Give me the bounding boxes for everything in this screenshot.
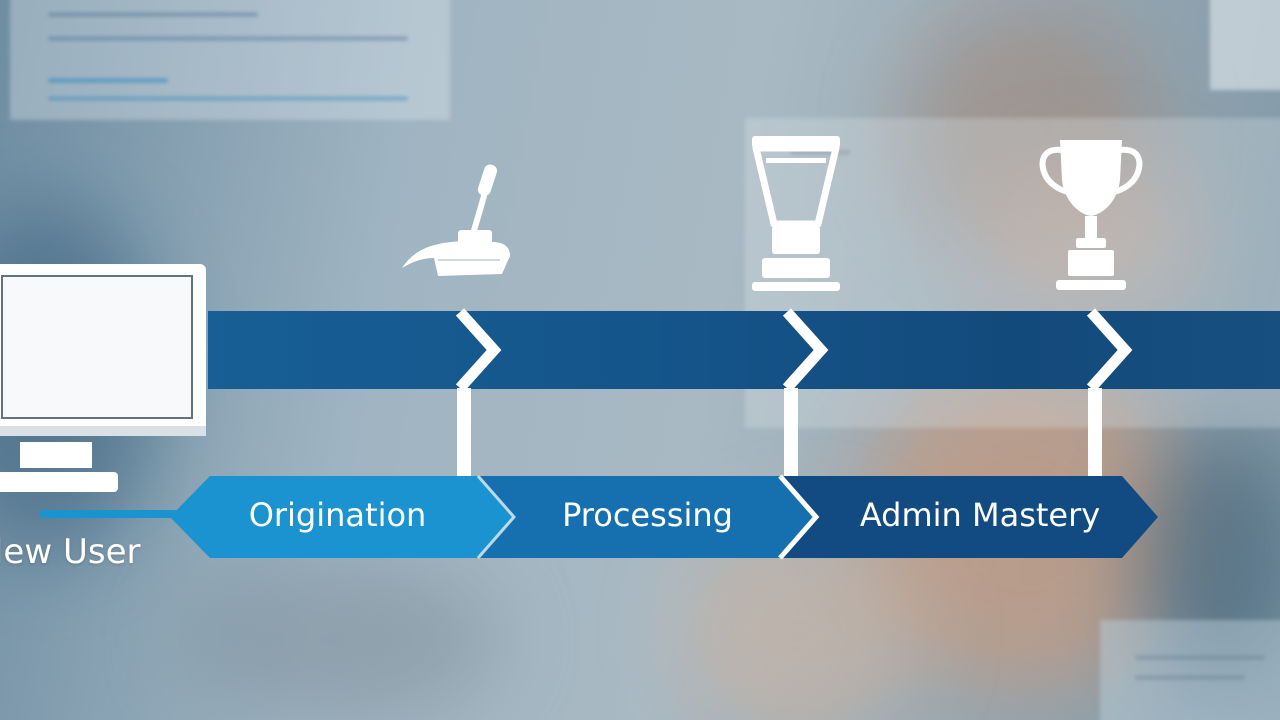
stage-separator-2 [778,474,820,560]
stage-arrow-admin-mastery [780,476,1158,558]
track-chevron-1 [455,308,502,392]
stage-label-processing: Processing [562,496,733,534]
stage-arrow-origination [170,476,514,558]
track-chevron-2 [782,308,829,392]
connector-line-3 [1088,388,1102,476]
joystick-icon [402,164,510,276]
connector-line-2 [784,388,798,476]
track-chevron-3 [1086,308,1133,392]
blender-icon [752,136,840,291]
trophy-icon [1039,140,1143,290]
stage-separator-1 [476,475,516,559]
stage-label-origination: Origination [248,496,427,534]
monitor-icon [0,264,206,492]
start-label-new-user: New User [0,532,141,572]
stage-arrow-processing [478,476,816,558]
start-connector-line [40,510,190,518]
connector-line-1 [457,388,471,476]
stage-label-admin-mastery: Admin Mastery [859,496,1101,534]
